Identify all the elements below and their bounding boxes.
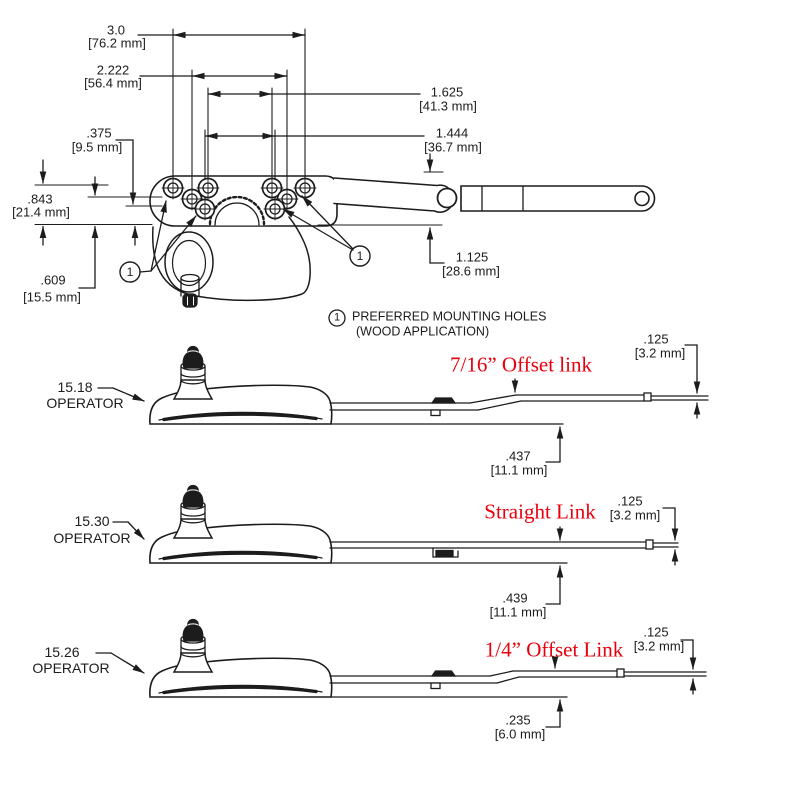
dim-height-top-in: .843: [27, 191, 53, 207]
offset-in-2: .439: [502, 590, 528, 606]
thickness-mm-2: [3.2 mm]: [609, 507, 661, 523]
link-arm: [460, 185, 656, 212]
thickness-in-1: .125: [643, 331, 669, 347]
operator-model-1: 15.18: [57, 379, 93, 395]
dim-overall-in: 3.0: [106, 22, 126, 38]
operator-arm: [333, 177, 458, 213]
dim-height-top-mm: [21.4 mm]: [12, 204, 70, 220]
callout-number-right: 1: [356, 249, 364, 263]
dim-span-inner-mm: [41.3 mm]: [419, 98, 477, 114]
offset-in-3: .235: [505, 712, 531, 728]
top-view: [34, 28, 656, 327]
offset-mm-1: [11.1 mm]: [490, 462, 548, 478]
offset-mm-3: [6.0 mm]: [494, 726, 546, 742]
thickness-mm-1: [3.2 mm]: [634, 345, 686, 361]
callout-right: [282, 195, 371, 267]
dim-span-low-mm: [36.7 mm]: [424, 139, 482, 155]
dim-overall-mm: [76.2 mm]: [88, 35, 146, 51]
callout-left: [119, 200, 197, 283]
dim-arm-drop-in: 1.125: [455, 249, 489, 265]
operator-model-2: 15.30: [74, 513, 110, 529]
operator-model-3: 15.26: [44, 644, 80, 660]
dim-span-mid-mm: [56.4 mm]: [84, 75, 142, 91]
note-marker-circle: [328, 309, 346, 327]
thickness-mm-3: [3.2 mm]: [633, 638, 685, 654]
note-line-1: PREFERRED MOUNTING HOLES: [352, 309, 547, 324]
dimension-lines: [39, 31, 445, 289]
crank-spindle-top: [180, 273, 200, 308]
dim-height-mid-mm: [15.5 mm]: [23, 289, 81, 305]
thickness-in-2: .125: [617, 493, 643, 509]
crank-bell-cover: [164, 231, 214, 293]
dim-span-low-in: 1.444: [435, 125, 469, 141]
dim-arm-drop-mm: [28.6 mm]: [442, 263, 500, 279]
callout-number-left: 1: [126, 265, 134, 279]
note-marker-number: 1: [333, 311, 341, 324]
dim-span-inner-in: 1.625: [430, 84, 464, 100]
dim-offset-low-in: .375: [86, 125, 112, 141]
operator-word-3: OPERATOR: [32, 660, 110, 676]
dim-offset-low-mm: [9.5 mm]: [71, 139, 123, 155]
offset-link-1-4: [95, 639, 707, 728]
offset-mm-2: [11.1 mm]: [489, 604, 547, 620]
link-label-3: 1/4” Offset Link: [484, 637, 624, 662]
offset-in-1: .437: [505, 448, 531, 464]
extension-lines: [34, 28, 444, 226]
dim-span-mid-in: 2.222: [96, 62, 130, 78]
operator-word-1: OPERATOR: [46, 395, 124, 411]
operator-word-2: OPERATOR: [53, 530, 131, 546]
offset-link-7-16: [97, 344, 709, 463]
link-label-2: Straight Link: [484, 499, 596, 524]
note-line-2: (WOOD APPLICATION): [356, 324, 490, 339]
dim-height-mid-in: .609: [40, 272, 66, 288]
operator-housing-top: [151, 216, 311, 302]
thickness-in-3: .125: [643, 624, 669, 640]
straight-link: [112, 507, 679, 605]
link-label-1: 7/16” Offset link: [450, 352, 592, 377]
